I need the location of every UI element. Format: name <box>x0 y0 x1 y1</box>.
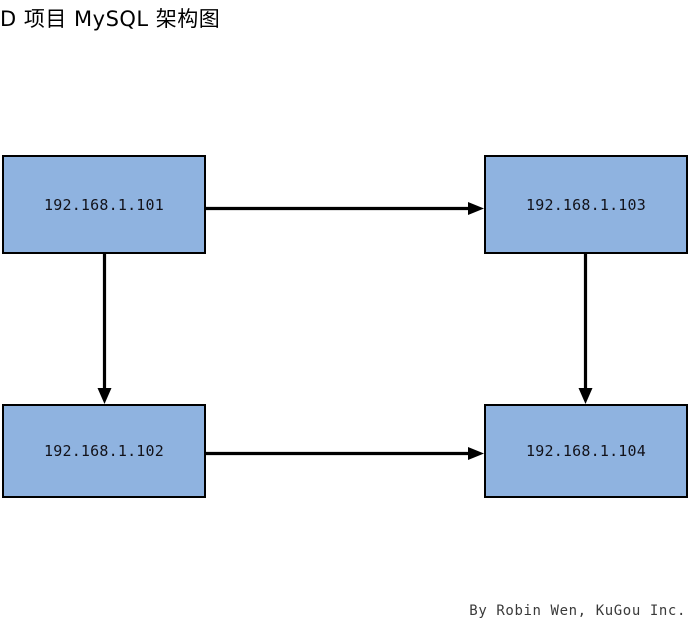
credit-text: By Robin Wen, KuGou Inc. <box>469 603 686 619</box>
node-192-168-1-101[interactable]: 192.168.1.101 <box>2 155 206 254</box>
node-label: 192.168.1.101 <box>44 195 164 214</box>
node-label: 192.168.1.104 <box>526 442 646 460</box>
node-label: 192.168.1.103 <box>526 195 646 214</box>
edge-101-to-102 <box>97 254 112 404</box>
page-title: D 项目 MySQL 架构图 <box>0 7 221 31</box>
edge-101-to-103 <box>206 202 484 215</box>
node-label: 192.168.1.102 <box>44 442 164 460</box>
node-192-168-1-104[interactable]: 192.168.1.104 <box>484 404 688 498</box>
edge-103-to-104 <box>578 254 593 404</box>
node-192-168-1-103[interactable]: 192.168.1.103 <box>484 155 688 254</box>
edge-102-to-104 <box>206 447 484 460</box>
node-192-168-1-102[interactable]: 192.168.1.102 <box>2 404 206 498</box>
